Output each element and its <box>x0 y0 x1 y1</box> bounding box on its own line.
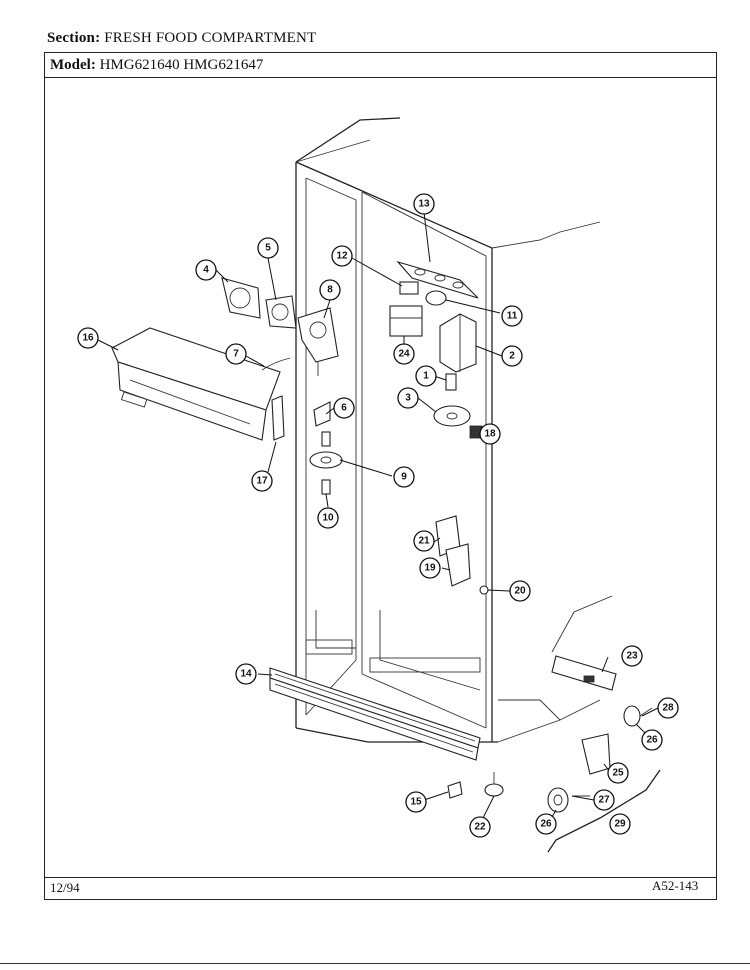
diagram-frame <box>44 52 717 900</box>
leader-lines <box>97 211 659 825</box>
callout-label: 17 <box>256 476 268 487</box>
callout-23: 23 <box>621 645 643 667</box>
callout-8: 8 <box>319 279 341 301</box>
callout-4: 4 <box>195 259 217 281</box>
callout-label: 21 <box>418 536 430 547</box>
page-bottom-rule <box>0 963 750 964</box>
callout-label: 28 <box>662 703 674 714</box>
callout-16: 16 <box>77 327 99 349</box>
callout-24: 24 <box>393 343 415 365</box>
revision-date: 12/94 <box>50 880 80 895</box>
callout-13: 13 <box>413 193 435 215</box>
callout-5: 5 <box>257 237 279 259</box>
drain-parts <box>309 401 343 495</box>
callout-3: 3 <box>397 387 419 409</box>
control-panel <box>111 327 281 441</box>
callout-label: 8 <box>327 285 333 296</box>
callout-label: 3 <box>405 393 411 404</box>
callout-26a: 26 <box>641 729 663 751</box>
callout-label: 20 <box>514 586 526 597</box>
fan-blade <box>433 405 471 427</box>
callout-17: 17 <box>251 470 273 492</box>
light-bracket <box>396 260 479 299</box>
socket-bulb <box>399 281 447 306</box>
callout-25: 25 <box>607 762 629 784</box>
callout-label: 15 <box>410 797 422 808</box>
callout-2: 2 <box>501 345 523 367</box>
roller-assembly <box>547 705 661 853</box>
callout-22: 22 <box>469 816 491 838</box>
callout-label: 18 <box>484 429 496 440</box>
callout-label: 5 <box>265 243 271 254</box>
callout-label: 26 <box>540 819 552 830</box>
callout-21: 21 <box>413 530 435 552</box>
callout-14: 14 <box>235 663 257 685</box>
callout-19: 19 <box>419 557 441 579</box>
callout-label: 4 <box>203 265 209 276</box>
bottom-hinge <box>551 595 617 691</box>
callout-10: 10 <box>317 507 339 529</box>
damper-control <box>297 307 339 376</box>
callout-label: 10 <box>322 513 334 524</box>
model-row: Model: HMG621640 HMG621647 <box>44 52 717 78</box>
callout-11: 11 <box>501 305 523 327</box>
section-title: Section: FRESH FOOD COMPARTMENT <box>47 30 316 47</box>
callout-18: 18 <box>479 423 501 445</box>
callout-9: 9 <box>393 466 415 488</box>
cabinet-outline <box>295 117 601 743</box>
callout-12: 12 <box>331 245 353 267</box>
callout-26b: 26 <box>535 813 557 835</box>
callout-label: 25 <box>612 768 624 779</box>
fan-motor <box>389 305 423 337</box>
callout-label: 9 <box>401 472 407 483</box>
callout-label: 7 <box>233 349 239 360</box>
callout-29: 29 <box>609 813 631 835</box>
callout-20: 20 <box>509 580 531 602</box>
footer-rule <box>44 877 717 878</box>
callout-label: 13 <box>418 199 430 210</box>
fan-shroud <box>439 313 477 373</box>
thermostat-housing <box>221 277 297 329</box>
page-code: A52-143 <box>652 878 699 893</box>
model-value: HMG621640 HMG621647 <box>99 57 264 73</box>
crisper-bracket <box>435 515 489 595</box>
hinge-parts <box>261 357 291 441</box>
callout-label: 6 <box>341 403 347 414</box>
callout-28: 28 <box>657 697 679 719</box>
callout-label: 27 <box>598 795 610 806</box>
base-grille <box>269 667 481 761</box>
callout-label: 1 <box>423 371 429 382</box>
callout-label: 24 <box>398 349 410 360</box>
callout-1: 1 <box>415 365 437 387</box>
callout-label: 16 <box>82 333 94 344</box>
callout-6: 6 <box>333 397 355 419</box>
callout-label: 22 <box>474 822 486 833</box>
callout-label: 29 <box>614 819 626 830</box>
callout-label: 12 <box>336 251 348 262</box>
leveler-parts <box>447 772 504 799</box>
callout-label: 2 <box>509 351 515 362</box>
model-label: Model: <box>50 57 96 73</box>
callout-label: 23 <box>626 651 638 662</box>
section-label: Section: <box>47 30 101 46</box>
door-switch <box>445 373 457 391</box>
callout-15: 15 <box>405 791 427 813</box>
section-value: FRESH FOOD COMPARTMENT <box>104 30 317 46</box>
callout-label: 14 <box>240 669 252 680</box>
callout-label: 11 <box>507 311 518 322</box>
callout-label: 19 <box>424 563 436 574</box>
callout-7: 7 <box>225 343 247 365</box>
callout-27: 27 <box>593 789 615 811</box>
callout-label: 26 <box>646 735 658 746</box>
model-title: Model: HMG621640 HMG621647 <box>50 57 263 74</box>
